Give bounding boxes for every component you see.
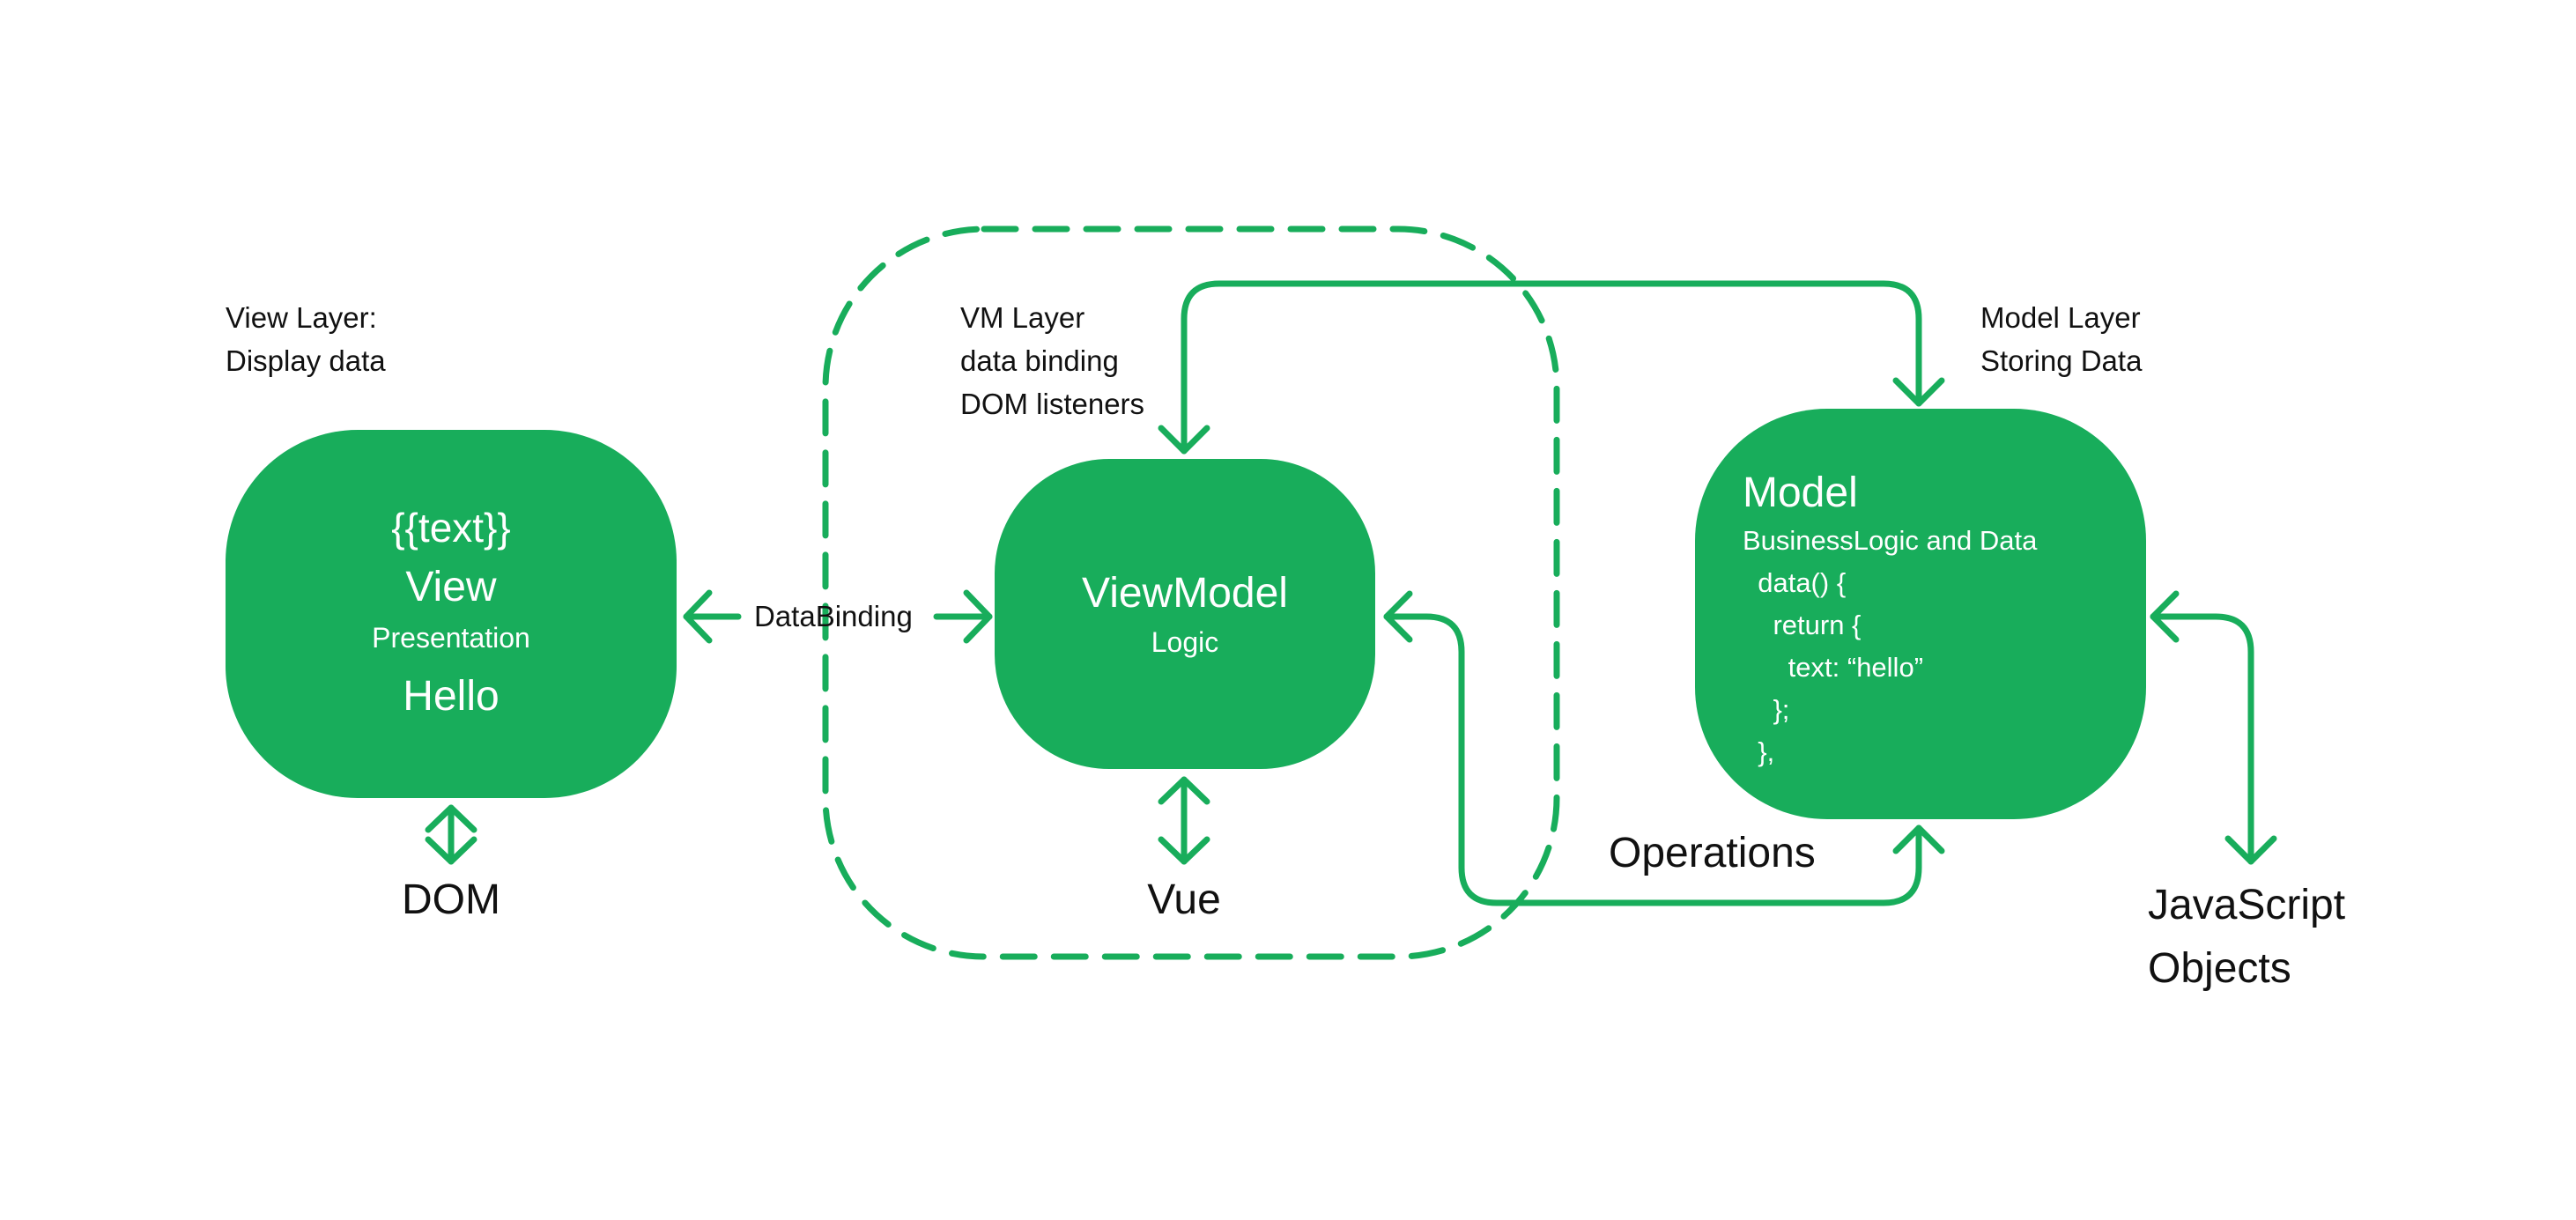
model-subtitle: BusinessLogic and Data [1743,525,2038,556]
model-code-line: return { [1743,610,1862,640]
view-title: View [405,564,497,610]
view-subtitle: Presentation [372,622,530,654]
operations-loop-arrow [1383,590,1945,906]
model-content: Model BusinessLogic and Data data() { re… [1743,467,2037,773]
vm-layer-desc-1: data binding [960,344,1119,377]
model-code-line: text: “hello” [1743,652,1924,683]
model-layer-title: Model Layer [1980,301,2141,334]
databinding-label: DataBinding [754,600,913,632]
top-loop-arrow [1158,280,1945,455]
view-layer-note: View Layer: Display data [226,296,386,382]
view-layer-desc: Display data [226,344,386,377]
model-code-line: data() { [1743,567,1847,598]
dom-label: DOM [402,876,500,923]
viewmodel-vue-arrow [1158,776,1210,865]
vm-layer-note: VM Layer data binding DOM listeners [960,296,1144,425]
javascript-objects-line-2: Objects [2148,945,2291,992]
view-layer-title: View Layer: [226,301,377,334]
vm-layer-title: VM Layer [960,301,1085,334]
javascript-objects-label: JavaScript Objects [2148,874,2345,1001]
viewmodel-title: ViewModel [1082,570,1288,617]
viewmodel-box: ViewModel Logic [995,459,1375,769]
model-code-line: }, [1743,736,1775,767]
model-js-arrow [2150,590,2277,865]
model-layer-note: Model Layer Storing Data [1980,296,2142,382]
model-layer-desc: Storing Data [1980,344,2143,377]
databinding-right-arrow [933,589,993,644]
model-box: Model BusinessLogic and Data data() { re… [1695,409,2146,819]
view-rendered: Hello [403,673,500,720]
view-template: {{text}} [391,505,511,551]
vue-label: Vue [1147,876,1221,923]
viewmodel-subtitle: Logic [1151,626,1219,658]
view-dom-arrow [425,804,477,865]
operations-label: Operations [1609,830,1816,876]
view-box: {{text}} View Presentation Hello [226,430,677,798]
model-code-line: }; [1743,694,1790,725]
model-title: Model [1743,470,1858,516]
javascript-objects-line-1: JavaScript [2148,882,2346,928]
vm-layer-desc-2: DOM listeners [960,388,1145,420]
databinding-left-arrow [683,589,742,644]
vm-layer-boundary [822,226,1560,960]
